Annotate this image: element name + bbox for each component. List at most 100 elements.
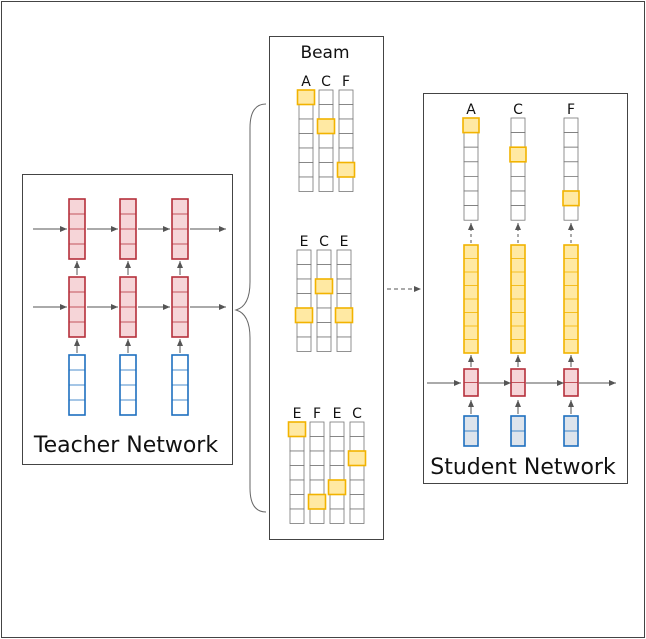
beam3-column-4-cell bbox=[349, 494, 365, 510]
beam3-column-3-cell bbox=[329, 421, 345, 437]
beam2-column-3-cell bbox=[336, 322, 352, 338]
beam2-token-3: E bbox=[340, 234, 349, 250]
beam3-column-4-selected-cell bbox=[347, 450, 367, 467]
beam3-column-1-cell bbox=[289, 450, 305, 466]
beam3-column-2-cell bbox=[309, 421, 325, 437]
student-output-cell bbox=[510, 190, 526, 207]
student-output-cell bbox=[463, 161, 479, 177]
student-embedding-1 bbox=[463, 415, 479, 447]
beam2-column-2-cell bbox=[316, 322, 332, 338]
beam1-token-1: A bbox=[301, 74, 311, 90]
student-output-cell bbox=[510, 161, 526, 177]
beam3-column-1-cell bbox=[289, 465, 305, 481]
beam2-column-3 bbox=[334, 249, 354, 352]
beam3-column-3-selected-cell bbox=[327, 479, 347, 496]
student-embedding-2 bbox=[510, 415, 526, 447]
student-softmax-layer-2 bbox=[510, 244, 526, 354]
student-output-cell bbox=[510, 175, 526, 192]
beam1-column-1-cell bbox=[298, 133, 314, 149]
beam2-column-3-cell bbox=[336, 249, 352, 265]
beam3-column-1-cell bbox=[289, 508, 305, 524]
teacher-embedding-1 bbox=[68, 354, 86, 416]
beam2-column-2 bbox=[314, 249, 334, 352]
student-output-cell bbox=[563, 205, 579, 221]
student-output-cell bbox=[463, 132, 479, 148]
beam3-column-3-cell bbox=[329, 494, 345, 510]
beam2-token-2: C bbox=[319, 234, 329, 250]
teacher-network bbox=[33, 198, 226, 416]
beam1-column-1-cell bbox=[298, 162, 314, 178]
beam3-column-1-selected-cell bbox=[287, 421, 307, 438]
beam-title: Beam bbox=[300, 43, 349, 63]
student-output-cell bbox=[463, 146, 479, 163]
beam1-column-2-cell bbox=[318, 133, 334, 149]
beam3-column-1-cell bbox=[289, 494, 305, 510]
beam2-column-3-cell bbox=[336, 336, 352, 352]
beam2-column-1-cell bbox=[296, 249, 312, 265]
teacher-encoder-cell-1 bbox=[68, 276, 86, 338]
beam3-column-1-cell bbox=[289, 436, 305, 452]
beam3-column-2-cell bbox=[309, 450, 325, 466]
teacher-decoder-cell-2 bbox=[119, 198, 137, 260]
teacher-encoder-cell-2 bbox=[119, 276, 137, 338]
beam3-token-2: F bbox=[313, 406, 321, 422]
beam1-column-1-cell bbox=[298, 104, 314, 120]
beam2-column-2-cell bbox=[316, 336, 332, 352]
beam3-column-3 bbox=[327, 421, 347, 524]
beam2-column-2-cell bbox=[316, 293, 332, 309]
student-softmax-layer-3 bbox=[563, 244, 579, 354]
student-network-title: Student Network bbox=[430, 455, 616, 480]
beam2-column-3-cell bbox=[336, 293, 352, 309]
beam1-token-3: F bbox=[342, 74, 350, 90]
student-output-cell bbox=[563, 117, 579, 134]
beam2-column-1-cell bbox=[296, 264, 312, 280]
beam3-column-2-cell bbox=[309, 508, 325, 524]
beam2-column-1-cell bbox=[296, 322, 312, 338]
teacher-embedding-3 bbox=[171, 354, 189, 416]
student-output-cell bbox=[463, 175, 479, 192]
teacher-embedding-2 bbox=[119, 354, 137, 416]
beam1-token-2: C bbox=[321, 74, 331, 90]
student-softmax-layer-1 bbox=[463, 244, 479, 354]
beam2-column-2-cell bbox=[316, 307, 332, 323]
student-output-cell bbox=[563, 161, 579, 177]
teacher-encoder-cell-3 bbox=[171, 276, 189, 338]
beam3-column-2-selected-cell bbox=[307, 493, 327, 510]
beam1-column-2 bbox=[316, 89, 336, 192]
beam3-column-4-cell bbox=[349, 508, 365, 524]
beam3-token-3: E bbox=[333, 406, 342, 422]
student-output-cell bbox=[510, 117, 526, 134]
beam2-column-2-cell bbox=[316, 249, 332, 265]
beam-panel bbox=[269, 36, 384, 540]
beam1-column-2-cell bbox=[318, 162, 334, 178]
beam1-column-3-cell bbox=[338, 176, 354, 192]
beam2-column-3-cell bbox=[336, 278, 352, 294]
beam1-column-3-selected-cell bbox=[336, 161, 356, 178]
teacher-panel bbox=[22, 174, 233, 465]
student-output-distribution-3 bbox=[562, 117, 580, 221]
beam2-column-2-cell bbox=[316, 264, 332, 280]
beam1-column-1-cell bbox=[298, 118, 314, 134]
beam2-column-1 bbox=[294, 249, 314, 352]
student-hidden-cell-2 bbox=[510, 368, 526, 397]
beam3-column-3-cell bbox=[329, 508, 345, 524]
beam3-column-2-cell bbox=[309, 479, 325, 495]
beam3-column-3-cell bbox=[329, 436, 345, 452]
beam1-column-2-cell bbox=[318, 176, 334, 192]
beam3-column-1 bbox=[287, 421, 307, 524]
beam1-column-3-cell bbox=[338, 133, 354, 149]
beam3-token-4: C bbox=[352, 406, 362, 422]
student-output-distribution-2 bbox=[509, 117, 527, 221]
beam3-column-3-cell bbox=[329, 465, 345, 481]
beam1-column-3-cell bbox=[338, 147, 354, 163]
student-output-selected-cell bbox=[509, 146, 527, 163]
student-embedding-3 bbox=[563, 415, 579, 447]
teacher-network-title: Teacher Network bbox=[33, 433, 218, 458]
teacher-decoder-cell-3 bbox=[171, 198, 189, 260]
beam3-column-3-cell bbox=[329, 450, 345, 466]
student-output-selected-cell bbox=[462, 117, 480, 134]
beam1-column-2-cell bbox=[318, 89, 334, 105]
